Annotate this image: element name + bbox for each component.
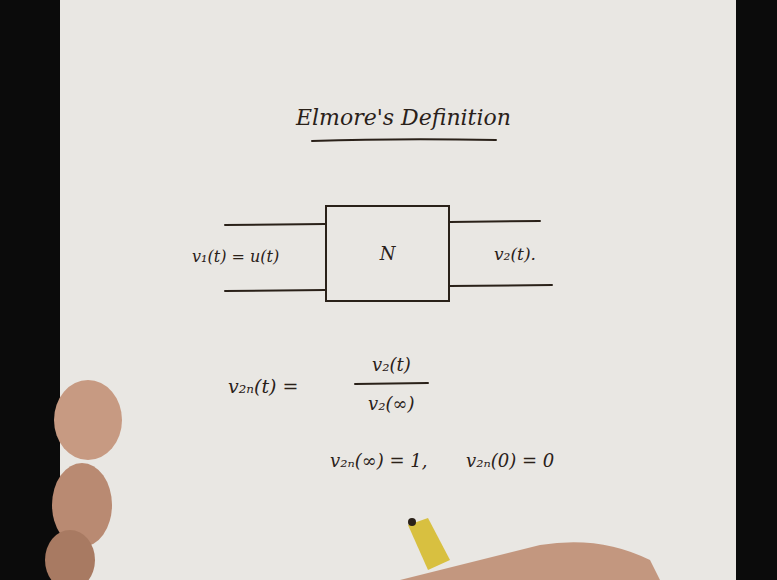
signal-label: v₁(t) = u(t) bbox=[192, 247, 279, 266]
signal-label: v₂(t) bbox=[372, 354, 411, 376]
signal-label: v₂(∞) bbox=[368, 393, 414, 415]
title: Elmore's Definition bbox=[296, 105, 511, 131]
network-name: N bbox=[380, 243, 396, 265]
paper-ground bbox=[60, 0, 736, 580]
signal-label: v₂ₙ(∞) = 1, bbox=[330, 450, 427, 472]
signal-label: v₂(t). bbox=[494, 244, 536, 264]
hand bbox=[45, 380, 660, 580]
signal-label: v₂ₙ(0) = 0 bbox=[466, 450, 554, 472]
network-box: N bbox=[325, 205, 450, 302]
signal-label: v₂ₙ(t) = bbox=[228, 375, 298, 398]
